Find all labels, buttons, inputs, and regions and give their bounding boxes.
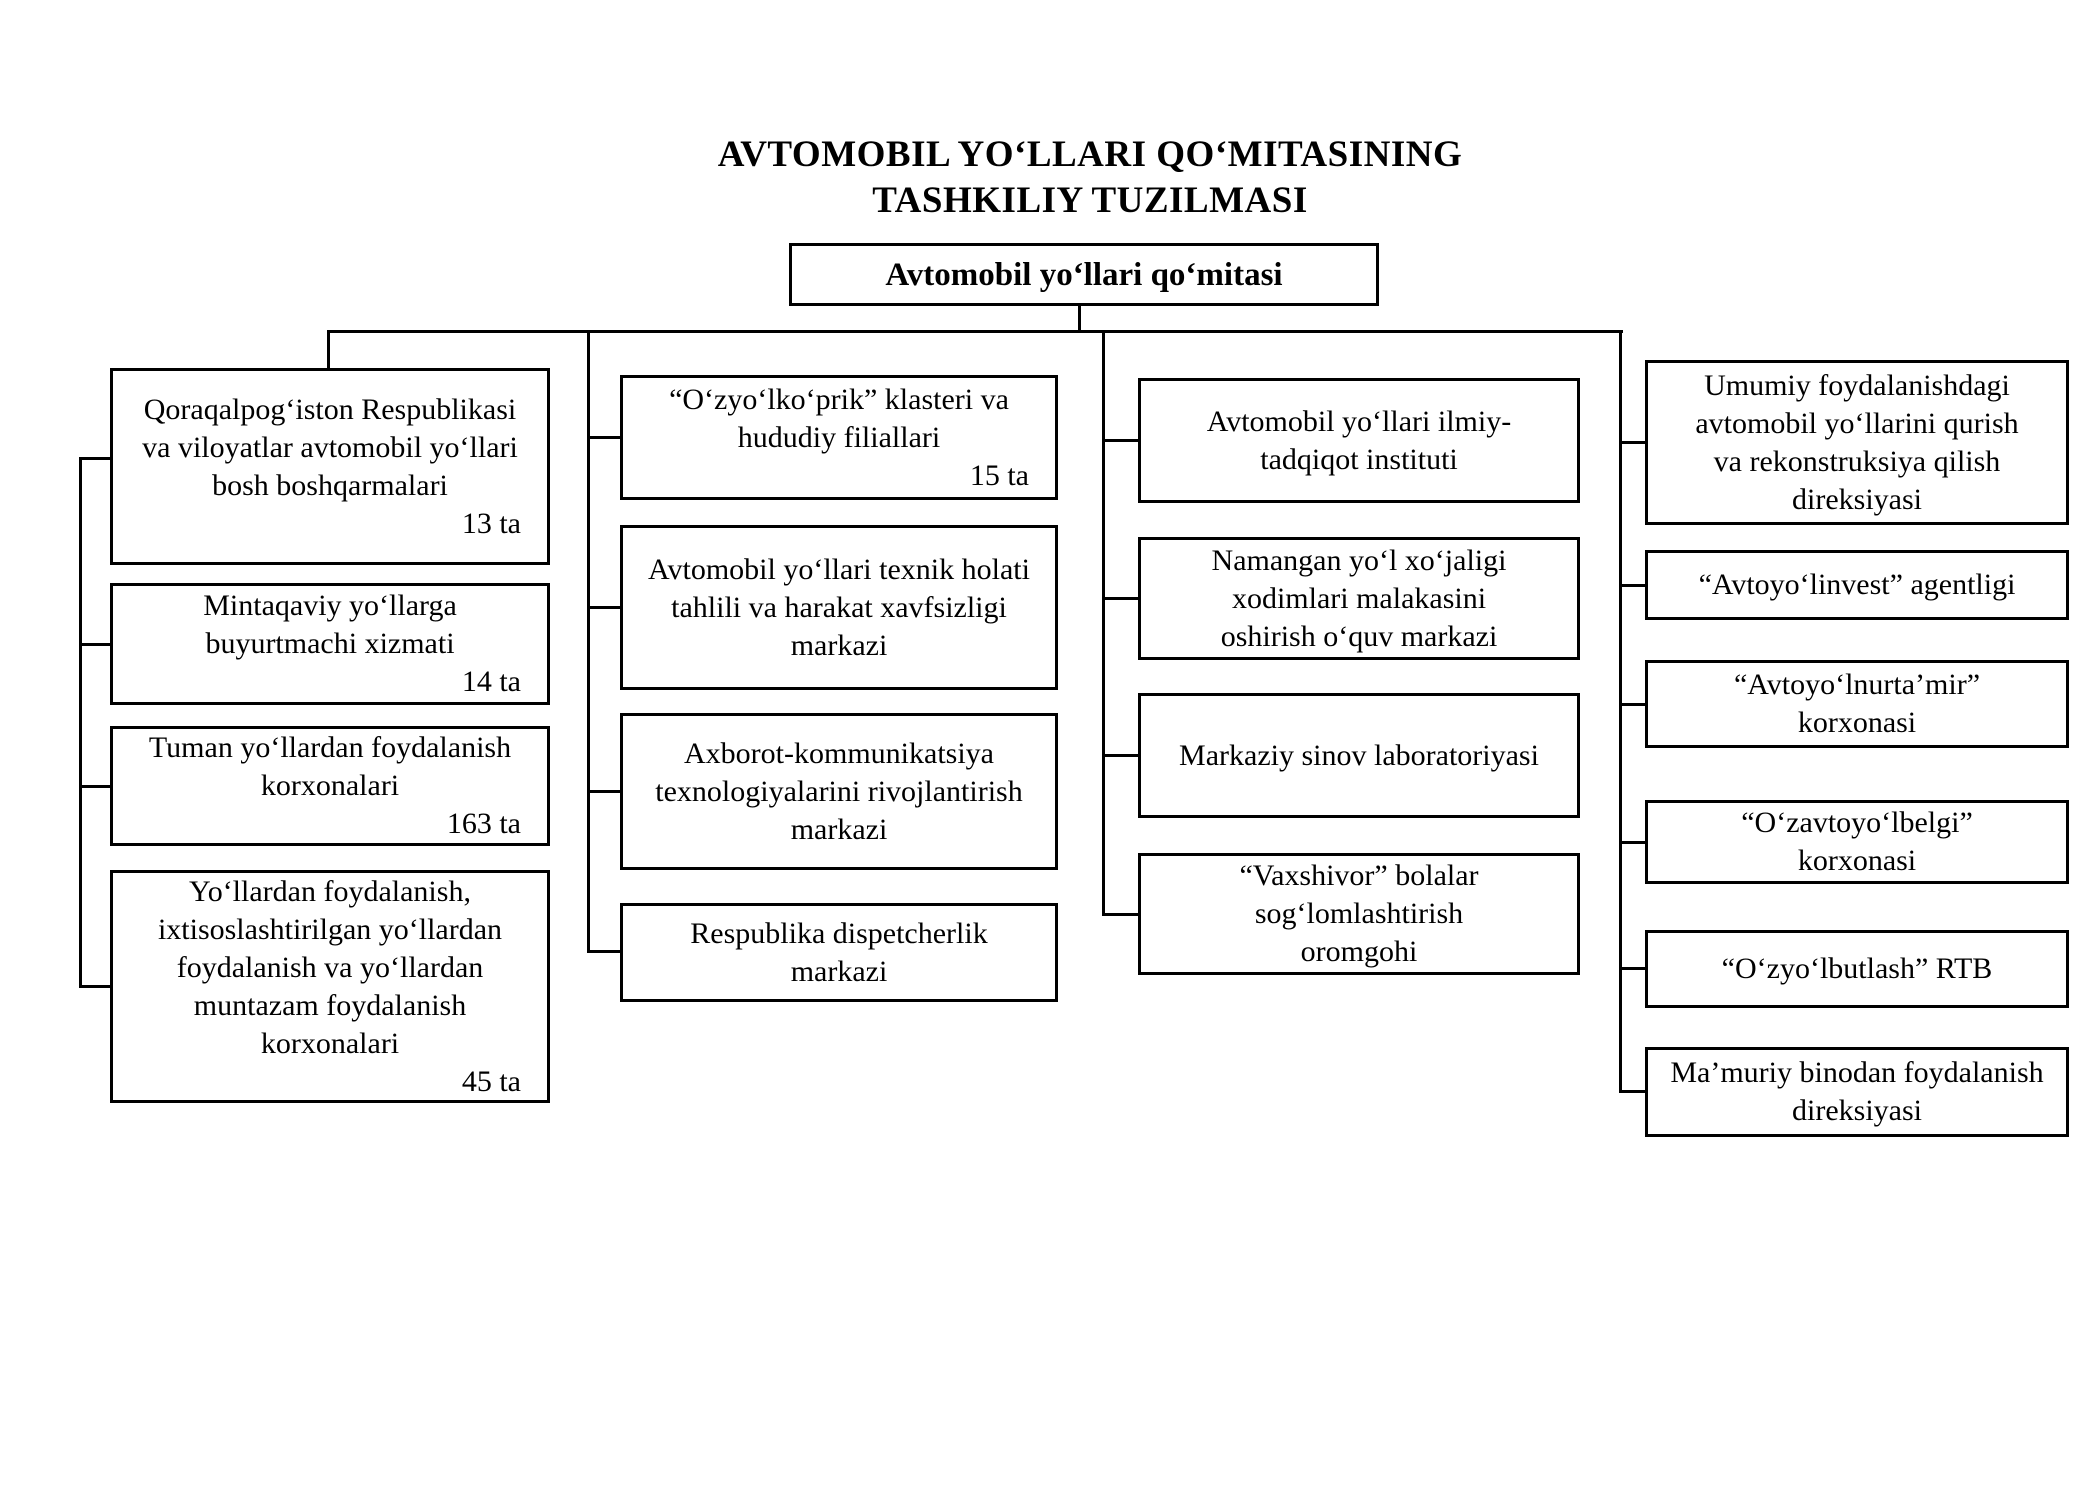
org-box-col4-3: “Avtoyo‘lnurta’mir” korxonasi: [1645, 660, 2069, 748]
org-box-label: “Vaxshivor” bolalar sog‘lomlashtirish or…: [1239, 859, 1479, 968]
org-box-col1-1: Qoraqalpog‘iston Respublikasi va viloyat…: [110, 368, 550, 565]
connector-col3-stub-2: [1102, 597, 1140, 600]
connector-main-horizontal: [327, 330, 1623, 333]
connector-col4-stub-3: [1619, 703, 1647, 706]
org-box-col1-4: Yo‘llardan foydalanish, ixtisoslashtiril…: [110, 870, 550, 1103]
org-box-label: Ma’muriy binodan foydalanish direksiyasi: [1670, 1056, 2044, 1127]
org-box-col3-3: Markaziy sinov laboratoriyasi: [1138, 693, 1580, 818]
chart-title-line2: TASHKILIY TUZILMASI: [872, 180, 1308, 221]
org-box-count: 45 ta: [461, 1064, 521, 1098]
org-box-col2-3: Axborot-kommunikatsiya texnologiyalarini…: [620, 713, 1058, 870]
org-box-label: Markaziy sinov laboratoriyasi: [1179, 738, 1539, 772]
connector-col2-stub-1: [587, 436, 622, 439]
org-box-col2-1: “O‘zyo‘lko‘prik” klasteri va hududiy fil…: [620, 375, 1058, 500]
org-box-count: 13 ta: [461, 506, 521, 540]
org-box-label: Respublika dispetcherlik markazi: [690, 916, 988, 988]
connector-col1-spine: [79, 457, 82, 988]
connector-col3-stub-1: [1102, 439, 1140, 442]
connector-col1-stub-2: [79, 643, 112, 646]
connector-root-dropper: [1078, 306, 1081, 333]
org-box-label: Tuman yo‘llardan foydalanish korxonalari: [148, 731, 512, 802]
org-box-label: “O‘zavtoyo‘lbelgi” korxonasi: [1741, 806, 1973, 877]
org-box-col1-2: Mintaqaviy yo‘llarga buyurtmachi xizmati…: [110, 583, 550, 705]
org-box-label: Avtomobil yo‘llari ilmiy- tadqiqot insti…: [1206, 404, 1512, 476]
org-box-label: “Avtoyo‘lnurta’mir” korxonasi: [1733, 668, 1981, 739]
connector-col1-stub-3: [79, 785, 112, 788]
org-box-col4-4: “O‘zavtoyo‘lbelgi” korxonasi: [1645, 800, 2069, 884]
connector-col3-stub-3: [1102, 754, 1140, 757]
org-box-label: Avtomobil yo‘llari texnik holati tahlili…: [648, 552, 1030, 662]
org-box-col3-2: Namangan yo‘l xo‘jaligi xodimlari malaka…: [1138, 537, 1580, 660]
connector-col1-stub-1: [79, 457, 112, 460]
connector-col1-dropper: [327, 330, 330, 370]
org-box-col4-2: “Avtoyo‘linvest” agentligi: [1645, 550, 2069, 620]
org-box-col2-4: Respublika dispetcherlik markazi: [620, 903, 1058, 1002]
chart-title-line1: AVTOMOBIL YO‘LLARI QO‘MITASINING: [717, 134, 1463, 175]
connector-col2-stub-3: [587, 790, 622, 793]
org-box-label: Yo‘llardan foydalanish, ixtisoslashtiril…: [157, 874, 503, 1060]
org-box-col4-5: “O‘zyo‘lbutlash” RTB: [1645, 930, 2069, 1008]
org-box-count: 15 ta: [969, 458, 1029, 492]
connector-col4-stub-6: [1619, 1090, 1647, 1093]
org-box-label: “O‘zyo‘lko‘prik” klasteri va hududiy fil…: [669, 382, 1009, 454]
connector-col2-spine: [587, 330, 590, 953]
org-box-label: Umumiy foydalanishdagi avtomobil yo‘llar…: [1695, 368, 2019, 516]
connector-col4-stub-4: [1619, 841, 1647, 844]
root-box: Avtomobil yo‘llari qo‘mitasi: [789, 243, 1379, 306]
connector-col2-stub-4: [587, 950, 622, 953]
org-box-count: 163 ta: [446, 807, 521, 840]
org-box-count: 14 ta: [461, 665, 521, 698]
org-box-label: Qoraqalpog‘iston Respublikasi va viloyat…: [142, 392, 518, 502]
connector-col3-stub-4: [1102, 913, 1140, 916]
org-box-label: Mintaqaviy yo‘llarga buyurtmachi xizmati: [203, 589, 457, 660]
connector-col4-spine: [1619, 330, 1622, 1093]
org-box-label: “Avtoyo‘linvest” agentligi: [1698, 568, 2016, 601]
org-box-col3-4: “Vaxshivor” bolalar sog‘lomlashtirish or…: [1138, 853, 1580, 975]
org-box-col3-1: Avtomobil yo‘llari ilmiy- tadqiqot insti…: [1138, 378, 1580, 503]
connector-col4-stub-2: [1619, 584, 1647, 587]
connector-col4-stub-1: [1619, 441, 1647, 444]
org-box-col4-6: Ma’muriy binodan foydalanish direksiyasi: [1645, 1047, 2069, 1137]
connector-col3-spine: [1102, 330, 1105, 916]
connector-col2-stub-2: [587, 606, 622, 609]
connector-col4-stub-5: [1619, 967, 1647, 970]
org-box-col4-1: Umumiy foydalanishdagi avtomobil yo‘llar…: [1645, 360, 2069, 525]
chart-title: AVTOMOBIL YO‘LLARI QO‘MITASINING TASHKIL…: [640, 132, 1540, 224]
org-box-col1-3: Tuman yo‘llardan foydalanish korxonalari…: [110, 726, 550, 846]
org-box-label: “O‘zyo‘lbutlash” RTB: [1721, 952, 1993, 985]
root-box-label: Avtomobil yo‘llari qo‘mitasi: [885, 256, 1283, 293]
org-box-label: Axborot-kommunikatsiya texnologiyalarini…: [655, 736, 1023, 846]
connector-col1-stub-4: [79, 985, 112, 988]
org-box-col2-2: Avtomobil yo‘llari texnik holati tahlili…: [620, 525, 1058, 690]
org-box-label: Namangan yo‘l xo‘jaligi xodimlari malaka…: [1211, 543, 1507, 653]
